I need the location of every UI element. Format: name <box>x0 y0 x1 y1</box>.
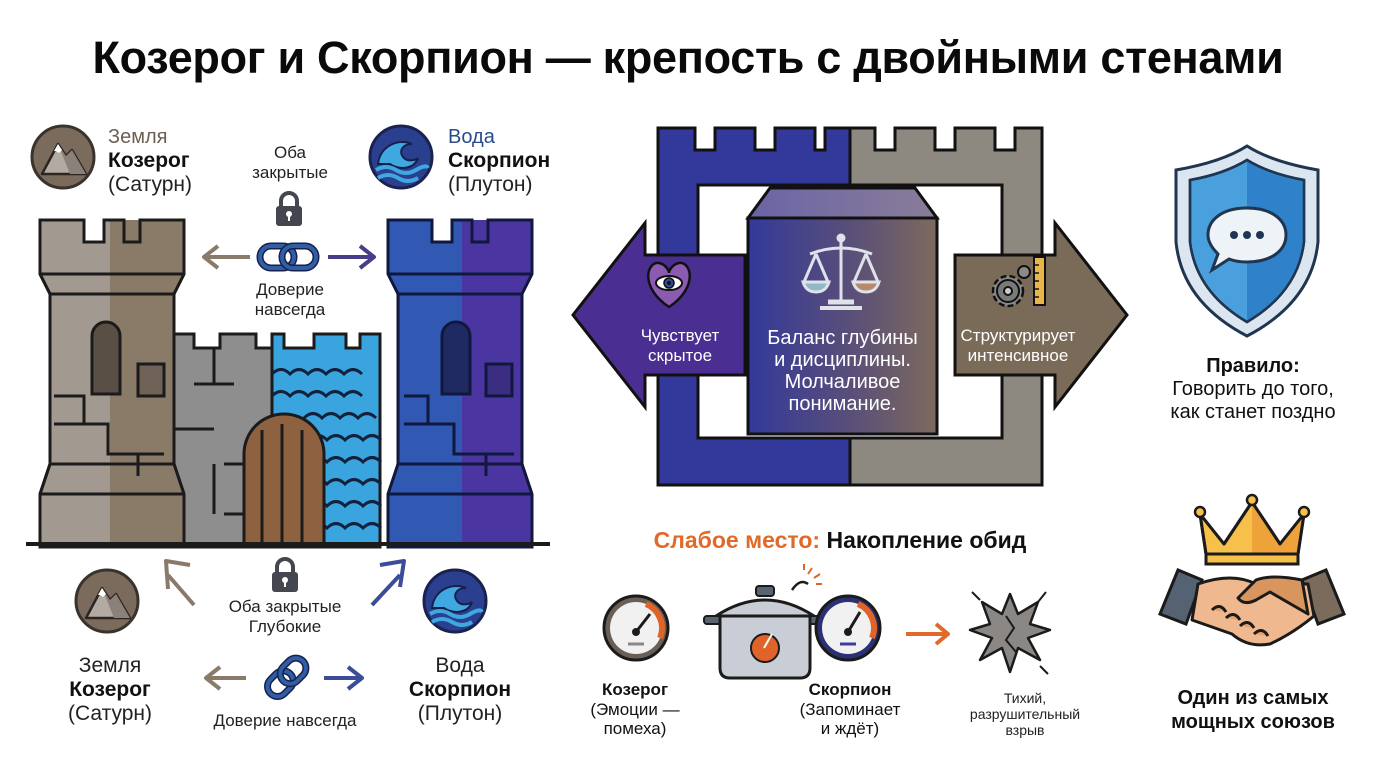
crown-icon <box>1193 493 1311 566</box>
arrow-right-icon <box>906 622 950 646</box>
chain-link-icon <box>256 242 320 272</box>
center-box-line2: и дисциплины. <box>774 349 911 371</box>
scales-icon <box>800 233 882 310</box>
trust-link-row-bottom <box>204 654 364 700</box>
arrow-up-right-icon <box>370 559 406 607</box>
gears-ruler-icon <box>991 256 1046 308</box>
trust-label-line2: навсегда <box>254 299 326 319</box>
alliance-line1: Один из самых <box>1177 687 1329 709</box>
weak-scorpio-name: Скорпион <box>808 680 892 699</box>
scorpio-element: Вода <box>435 654 485 677</box>
scorpio-planet: (Плутон) <box>448 173 533 197</box>
explosion-label-line2: разрушительный <box>969 706 1081 723</box>
trust-link-row <box>202 242 376 272</box>
alliance-line2: мощных союзов <box>1171 711 1335 733</box>
scorpio-name: Скорпион <box>408 678 512 702</box>
capricorn-element: Земля <box>108 126 168 148</box>
castle-illustration <box>26 218 550 549</box>
castle-door <box>242 412 326 549</box>
page-title: Козерог и Скорпион — крепость с двойными… <box>92 32 1284 83</box>
scorpio-element: Вода <box>448 126 495 148</box>
closed-label-line2: закрытые <box>252 162 328 182</box>
center-box-line4: понимание. <box>788 393 897 415</box>
wave-icon <box>368 124 434 190</box>
scorpio-gauge-icon <box>814 594 882 662</box>
weak-point-label: Слабое место: <box>653 527 821 553</box>
weak-capricorn-line2: помеха) <box>603 719 667 739</box>
heart-eye-icon <box>647 261 691 309</box>
closed-label-line1: Оба <box>273 143 307 162</box>
rule-title: Правило: <box>1206 355 1300 377</box>
weak-point-illustration <box>602 564 1052 680</box>
center-box-line1: Баланс глубины <box>767 327 918 349</box>
rule-line2: как станет поздно <box>1170 401 1336 423</box>
diagonal-arrows <box>164 559 406 607</box>
closed-deep-line1: Оба закрытые <box>228 597 342 616</box>
fortress-diagram <box>571 126 1129 487</box>
explosion-label-line3: взрыв <box>1005 722 1045 739</box>
shield-chat-icon <box>1174 144 1320 338</box>
arrow-right-icon <box>328 244 376 270</box>
chain-link-icon <box>264 654 310 700</box>
lock-icon <box>276 191 302 226</box>
crown-handshake-icon <box>1158 493 1346 647</box>
explosion-icon <box>968 591 1052 675</box>
weak-point-value: Накопление обид <box>826 527 1027 553</box>
left-arrow <box>571 218 747 412</box>
scorpio-name: Скорпион <box>448 149 551 172</box>
capricorn-name: Козерог <box>108 149 190 172</box>
capricorn-element: Земля <box>78 654 142 677</box>
left-arrow-label-line2: скрытое <box>647 345 713 365</box>
arrow-left-icon <box>204 665 246 691</box>
capricorn-tower <box>38 218 186 549</box>
right-arrow <box>953 218 1129 412</box>
handshake-icon <box>1158 568 1346 647</box>
capricorn-gauge-icon <box>602 594 670 662</box>
arrow-left-icon <box>202 244 250 270</box>
weak-capricorn-name: Козерог <box>601 680 669 699</box>
scorpio-planet: (Плутон) <box>417 702 503 726</box>
wave-icon <box>422 568 488 634</box>
weak-scorpio-line1: (Запоминает <box>799 699 901 719</box>
trust-label: Доверие навсегда <box>213 711 357 730</box>
weak-capricorn-line1: (Эмоции — <box>590 699 680 719</box>
mountain-icon <box>74 568 140 634</box>
right-arrow-label-line1: Структурирует <box>960 326 1076 345</box>
mountain-icon <box>30 124 96 190</box>
capricorn-planet: (Сатурн) <box>108 173 192 197</box>
explosion-label-line1: Тихий, <box>1003 690 1047 706</box>
closed-deep-line2: Глубокие <box>248 616 322 636</box>
capricorn-name: Козерог <box>69 678 151 702</box>
scorpio-tower <box>386 218 534 549</box>
arrow-up-left-icon <box>164 559 196 607</box>
arrow-right-icon <box>324 665 364 691</box>
trust-label-line1: Доверие <box>256 280 324 299</box>
weak-scorpio-line2: и ждёт) <box>820 719 880 739</box>
lock-icon <box>272 557 298 592</box>
rule-line1: Говорить до того, <box>1172 378 1334 400</box>
capricorn-planet: (Сатурн) <box>68 702 152 726</box>
center-box-line3: Молчаливое <box>784 371 901 393</box>
left-arrow-label-line1: Чувствует <box>640 326 720 345</box>
pressure-pot-icon <box>703 564 827 680</box>
right-arrow-label-line2: интенсивное <box>967 345 1069 365</box>
